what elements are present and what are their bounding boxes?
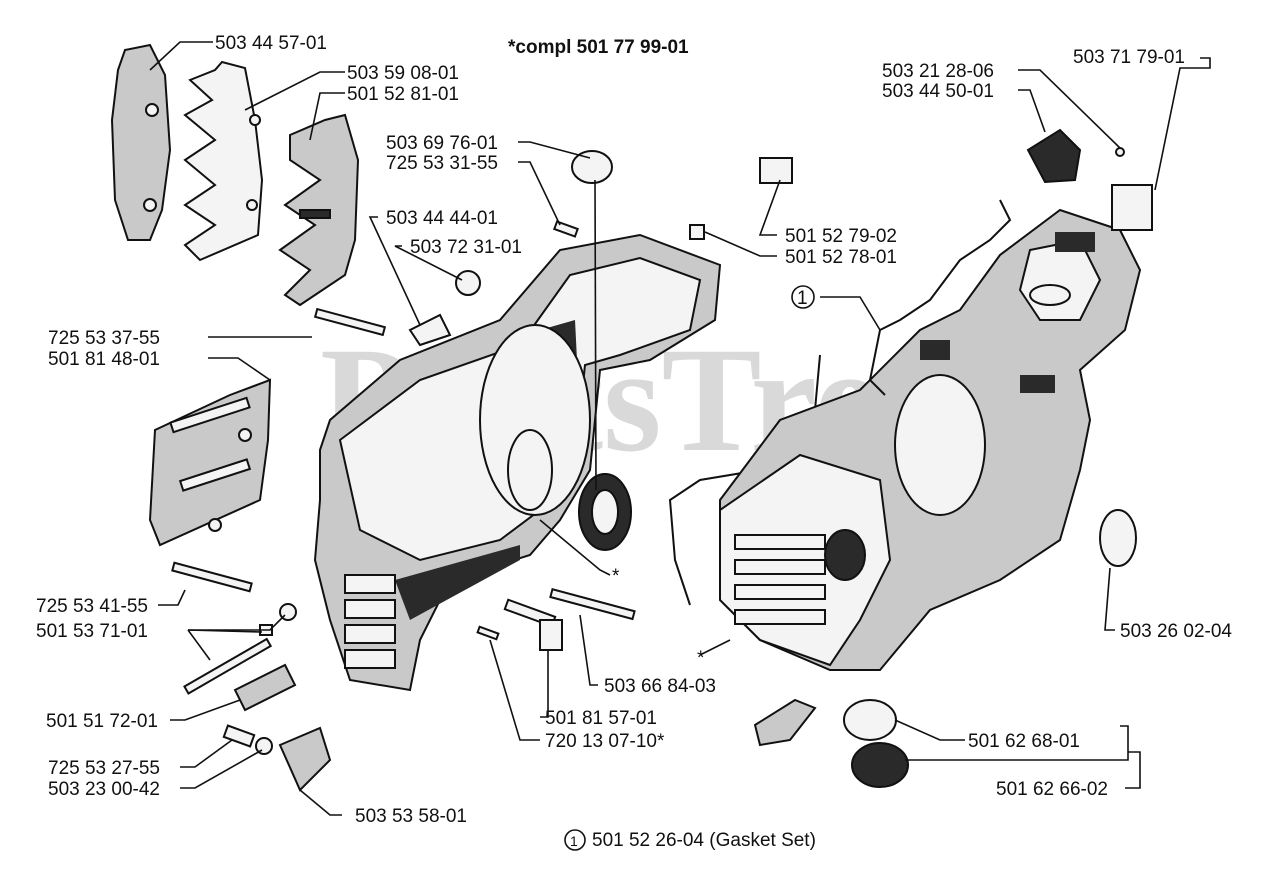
complete-assembly-note: *compl 501 77 99-01	[508, 37, 689, 58]
left-crankcase	[313, 233, 722, 692]
callout-label: 501 52 79-02	[785, 226, 897, 247]
gasket-set-note: 501 52 26-04 (Gasket Set)	[592, 830, 816, 851]
small-parts	[171, 128, 1153, 792]
asterisk-marker: *	[697, 648, 705, 669]
spike-bumper-inner	[278, 113, 360, 307]
callout-label: 725 53 31-55	[386, 153, 498, 174]
callout-label: 503 23 00-42	[48, 779, 160, 800]
impulse-gasket	[868, 199, 1012, 396]
callout-label: 503 21 28-06	[882, 61, 994, 82]
callout-label: 503 69 76-01	[386, 133, 498, 154]
callout-label: 503 66 84-03	[604, 676, 716, 697]
callout-label: 503 72 31-01	[410, 237, 522, 258]
callout-label: 503 44 50-01	[882, 81, 994, 102]
callout-label: 503 44 44-01	[386, 208, 498, 229]
leader-lines	[149, 41, 1211, 851]
callout-label: 503 53 58-01	[355, 806, 467, 827]
right-crankcase	[719, 208, 1142, 671]
chain-guard-plate	[110, 43, 172, 241]
spike-bumper-outer	[183, 60, 264, 262]
callout-label: 503 44 57-01	[215, 33, 327, 54]
asterisk-marker: *	[612, 566, 620, 587]
cooling-fins-left	[344, 574, 396, 669]
callout-label: 725 53 37-55	[48, 328, 160, 349]
callout-label: 501 53 71-01	[36, 621, 148, 642]
footer-circle-number: 1	[570, 833, 578, 849]
callout-label: 503 59 08-01	[347, 63, 459, 84]
callout-circle-number: 1	[797, 288, 808, 309]
callout-label: 503 71 79-01	[1073, 47, 1185, 68]
cooling-fins-right	[734, 534, 826, 625]
callout-label: 501 52 78-01	[785, 247, 897, 268]
callout-label: 725 53 27-55	[48, 758, 160, 779]
callout-label: 501 51 72-01	[46, 711, 158, 732]
callout-label: 720 13 07-10*	[545, 731, 665, 752]
crank-bearing	[578, 473, 632, 551]
callout-label: 501 81 57-01	[545, 708, 657, 729]
callout-label: 501 52 81-01	[347, 84, 459, 105]
chain-plate	[148, 378, 272, 547]
callout-label: 501 62 66-02	[996, 779, 1108, 800]
callout-label: 725 53 41-55	[36, 596, 148, 617]
callout-label: 501 81 48-01	[48, 349, 160, 370]
callout-label: 501 62 68-01	[968, 731, 1080, 752]
callout-label: 503 26 02-04	[1120, 621, 1232, 642]
